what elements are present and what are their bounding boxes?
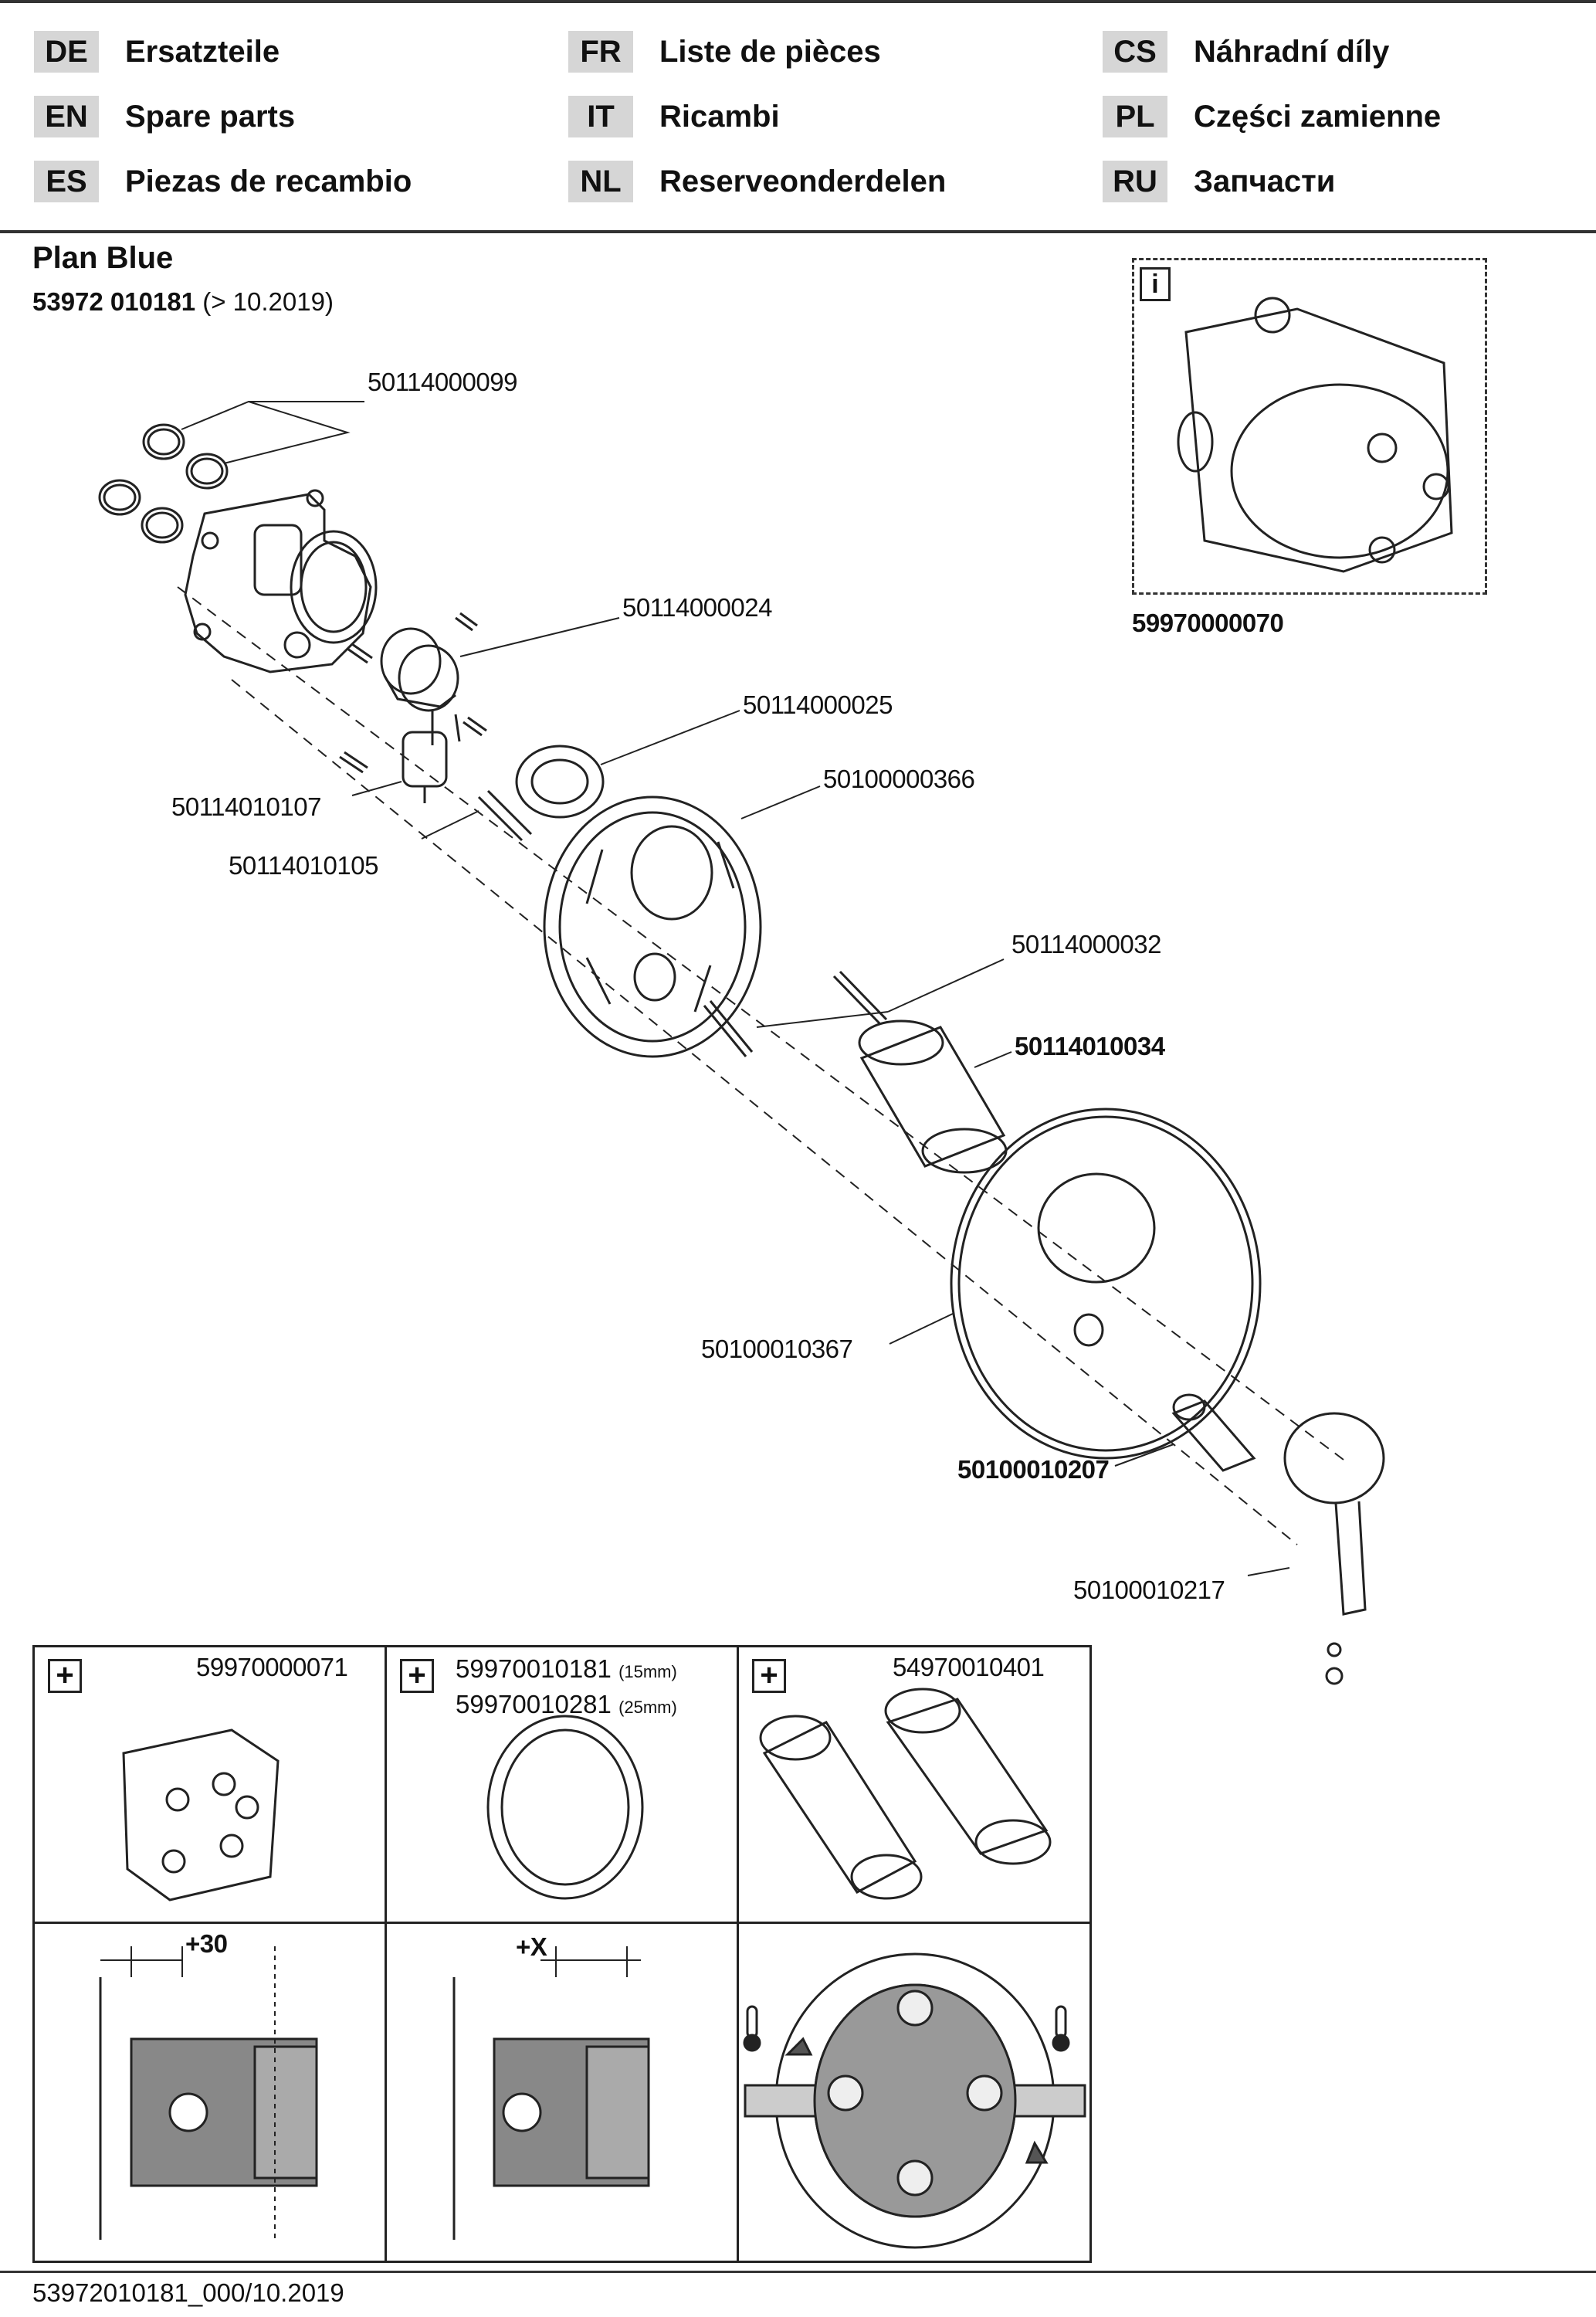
lang-code: RU bbox=[1103, 161, 1167, 202]
product-name: Plan Blue bbox=[32, 241, 174, 275]
accessory-note: (15mm) bbox=[618, 1662, 677, 1681]
accessory-part: 59970010181 bbox=[456, 1654, 612, 1683]
lang-code: NL bbox=[568, 161, 633, 202]
lang-name: Spare parts bbox=[125, 99, 296, 134]
mixer-body bbox=[184, 489, 378, 673]
part-label: 50114010105 bbox=[229, 851, 378, 880]
accessory-part: 59970010281 bbox=[456, 1690, 612, 1718]
accessory-note: (25mm) bbox=[618, 1698, 677, 1717]
lang-code: CS bbox=[1103, 31, 1167, 73]
lang-name: Ricambi bbox=[659, 99, 780, 134]
lang-name: Piezas de recambio bbox=[125, 164, 412, 198]
ibox-base-drawing bbox=[122, 1728, 280, 1901]
lang-code: IT bbox=[568, 96, 633, 137]
lang-name: Náhradní díly bbox=[1194, 34, 1390, 69]
part-label: 50100010217 bbox=[1073, 1576, 1225, 1604]
part-label: 50100000366 bbox=[823, 765, 975, 793]
lang-de: DE Ersatzteile bbox=[34, 31, 280, 73]
part-label: 50114000024 bbox=[622, 593, 772, 622]
info-part-number: 59970000070 bbox=[1132, 609, 1284, 637]
part-label: 50100010367 bbox=[701, 1335, 853, 1363]
part-label: 50114000032 bbox=[1011, 930, 1161, 958]
pin-105 bbox=[477, 789, 533, 842]
escutcheon bbox=[950, 1108, 1262, 1460]
lang-code: ES bbox=[34, 161, 99, 202]
extension-ring-drawing bbox=[486, 1715, 644, 1900]
lang-code: FR bbox=[568, 31, 633, 73]
part-label: 50114010107 bbox=[171, 792, 321, 821]
grid-divider bbox=[737, 1645, 739, 2263]
cartridge bbox=[380, 627, 461, 745]
lever-handle bbox=[1283, 1412, 1385, 1685]
nut-025 bbox=[515, 745, 605, 819]
spindle bbox=[1171, 1393, 1256, 1472]
long-screw bbox=[832, 970, 888, 1026]
lang-pl: PL Części zamienne bbox=[1103, 96, 1441, 137]
info-box bbox=[1132, 258, 1487, 595]
lang-name: Części zamienne bbox=[1194, 99, 1442, 134]
info-icon: i bbox=[1140, 267, 1171, 301]
plus-icon: + bbox=[48, 1659, 82, 1693]
lang-cs: CS Náhradní díly bbox=[1103, 31, 1389, 73]
grid-divider bbox=[385, 1645, 387, 2263]
accessory-parts-2: 59970010181 (15mm) 59970010281 (25mm) bbox=[456, 1653, 677, 1724]
accessory-part: 54970010401 bbox=[893, 1653, 1045, 1681]
lang-fr: FR Liste de pièces bbox=[568, 31, 881, 73]
plus-icon: + bbox=[400, 1659, 434, 1693]
mounting-plate bbox=[543, 796, 762, 1058]
lang-code: DE bbox=[34, 31, 99, 73]
part-label: 50114000099 bbox=[368, 368, 517, 396]
accessories-grid bbox=[32, 1645, 1092, 2263]
part-label: 50114000025 bbox=[743, 690, 893, 719]
lang-en: EN Spare parts bbox=[34, 96, 295, 137]
lang-name: Reserveonderdelen bbox=[659, 164, 947, 198]
header-rule bbox=[0, 230, 1596, 233]
accessory-part: 59970000071 bbox=[196, 1653, 348, 1681]
lang-it: IT Ricambi bbox=[568, 96, 780, 137]
footer-doc-code: 53972010181_000/10.2019 bbox=[32, 2278, 344, 2307]
o-rings bbox=[98, 423, 229, 544]
dimension-label: +X bbox=[516, 1932, 547, 1961]
product-number: 53972 010181 bbox=[32, 287, 196, 316]
lang-code: EN bbox=[34, 96, 99, 137]
plus-icon: + bbox=[752, 1659, 786, 1693]
screws bbox=[339, 612, 487, 774]
dimension-label: +30 bbox=[185, 1929, 228, 1958]
wall-section-drawing bbox=[452, 1946, 650, 2240]
grid-divider bbox=[32, 1922, 1092, 1924]
product-number-line: 53972 010181 (> 10.2019) bbox=[32, 287, 334, 317]
part-label: 50114010034 bbox=[1015, 1032, 1165, 1060]
lang-ru: RU Запчасти bbox=[1103, 161, 1335, 202]
wall-section-drawing bbox=[99, 1946, 318, 2240]
lang-name: Liste de pièces bbox=[659, 34, 881, 69]
lang-nl: NL Reserveonderdelen bbox=[568, 161, 946, 202]
sleeve-set-drawing bbox=[759, 1688, 1052, 1900]
ibox-drawing bbox=[1177, 297, 1453, 573]
long-screw bbox=[703, 1000, 754, 1057]
thermometer-icon bbox=[1052, 2005, 1070, 2052]
lang-es: ES Piezas de recambio bbox=[34, 161, 412, 202]
lang-name: Запчасти bbox=[1194, 164, 1336, 198]
lang-name: Ersatzteile bbox=[125, 34, 280, 69]
rotation-diagram bbox=[744, 1952, 1086, 2249]
top-rule bbox=[0, 0, 1596, 3]
part-label: 50100010207 bbox=[957, 1455, 1110, 1484]
product-validity: (> 10.2019) bbox=[202, 287, 334, 316]
screw-107 bbox=[402, 731, 448, 803]
footer-rule bbox=[0, 2271, 1596, 2273]
lang-code: PL bbox=[1103, 96, 1167, 137]
thermometer-icon bbox=[743, 2005, 761, 2052]
